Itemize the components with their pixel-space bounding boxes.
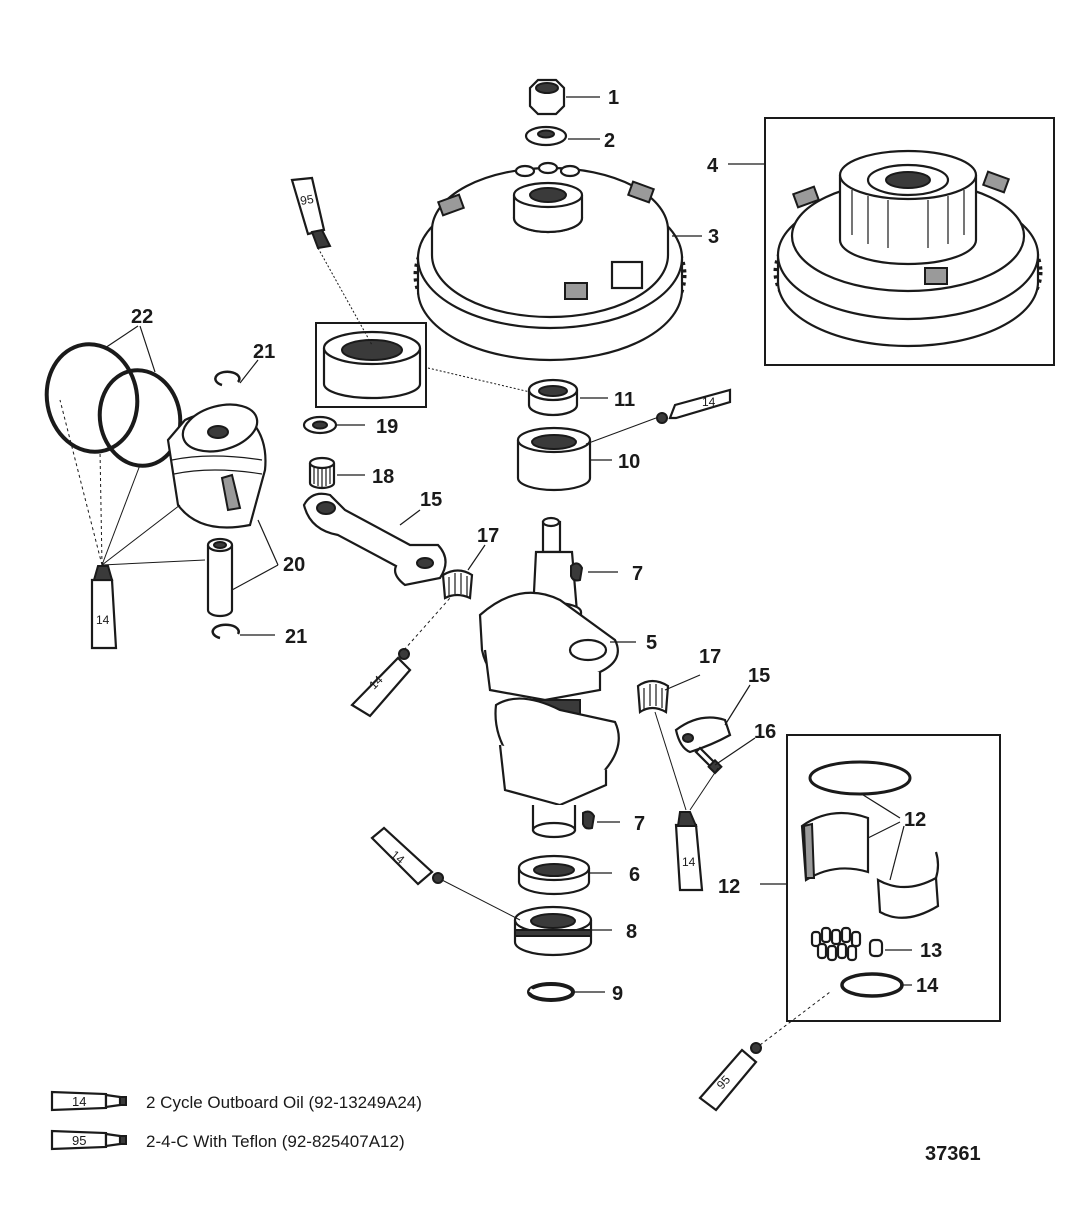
- svg-text:14: 14: [702, 395, 716, 409]
- crankshaft: [478, 516, 620, 839]
- callout-7-lower: 7: [634, 813, 645, 835]
- thrust-washer: [302, 415, 338, 435]
- legend-code-14: 14: [72, 1094, 86, 1109]
- callout-10: 10: [618, 451, 640, 473]
- svg-text:14: 14: [682, 855, 696, 869]
- seal-detail: [322, 330, 422, 400]
- legend-item-95: 95 2-4-C With Teflon (92-825407A12): [50, 1129, 405, 1151]
- svg-text:95: 95: [299, 192, 315, 208]
- upper-bearing: [516, 426, 592, 492]
- bearing-rollers: [810, 926, 862, 962]
- callout-6: 6: [629, 864, 640, 886]
- flywheel: [413, 161, 687, 362]
- legend-item-14: 14 2 Cycle Outboard Oil (92-13249A24): [50, 1090, 422, 1112]
- callout-19: 19: [376, 416, 398, 438]
- tube-95-bottom: 95: [698, 1042, 762, 1112]
- woodruff-key-upper: [570, 562, 584, 582]
- tube-14-piston: 14: [90, 565, 118, 650]
- callout-13: 13: [920, 940, 942, 962]
- callout-15-cap: 15: [748, 665, 770, 687]
- alternate-flywheel-box: [764, 117, 1055, 366]
- callout-17-upper: 17: [477, 525, 499, 547]
- callout-labels: 1 2 3 4 5 6 7 7 8 9 10 11 12 12 13 14 15…: [131, 87, 942, 1005]
- tube-14-mid: 14: [674, 811, 704, 892]
- callout-11: 11: [614, 389, 635, 411]
- piston-ring-front: [44, 342, 140, 454]
- legend-desc-95: 2-4-C With Teflon (92-825407A12): [146, 1132, 405, 1151]
- callout-14: 14: [916, 975, 939, 997]
- upper-seal: [527, 378, 579, 417]
- legend: 14 2 Cycle Outboard Oil (92-13249A24) 95…: [50, 1090, 422, 1151]
- seal-detail-box: [315, 322, 427, 408]
- callout-3: 3: [708, 226, 719, 248]
- retaining-ring-lower: [527, 982, 575, 1002]
- callout-9: 9: [612, 983, 623, 1005]
- piston-clip-upper: [214, 370, 241, 387]
- figure-id: 37361: [925, 1143, 981, 1165]
- wrist-pin-bearing: [308, 456, 336, 490]
- callout-21-upper: 21: [253, 341, 275, 363]
- callout-5: 5: [646, 632, 657, 654]
- alternate-flywheel: [773, 149, 1043, 348]
- rod-cap: [674, 716, 732, 754]
- callout-15-rod: 15: [420, 489, 442, 511]
- lower-bearing: [513, 905, 593, 957]
- piston-ring-rear: [97, 368, 183, 468]
- callout-8: 8: [626, 921, 637, 943]
- flywheel-washer: [524, 125, 568, 147]
- legend-desc-14: 2 Cycle Outboard Oil (92-13249A24): [146, 1093, 422, 1112]
- callout-7-upper: 7: [632, 563, 643, 585]
- tube-14-lower: 14: [370, 826, 444, 886]
- tube-14-right: 14: [656, 388, 732, 424]
- leader-lines: [59, 96, 912, 1046]
- piston-clip-lower: [211, 623, 240, 640]
- callout-22: 22: [131, 306, 153, 328]
- callout-1: 1: [608, 87, 619, 109]
- lower-seal: [517, 854, 591, 896]
- callout-18: 18: [372, 466, 394, 488]
- piston: [166, 403, 267, 529]
- connecting-rod: [302, 492, 447, 587]
- tube-14-rod: 14: [350, 648, 412, 718]
- tube-95-top: 95: [290, 176, 332, 250]
- legend-code-95: 95: [72, 1133, 86, 1148]
- flywheel-nut: [528, 78, 566, 116]
- callout-12-side: 12: [718, 876, 740, 898]
- rod-bearing-cage-upper: [441, 569, 474, 600]
- bearing-detail-box: [786, 734, 1001, 1022]
- rod-bearing-cage-lower: [636, 679, 670, 714]
- svg-text:14: 14: [96, 613, 110, 627]
- woodruff-key-lower: [582, 810, 596, 830]
- callout-2: 2: [604, 130, 615, 152]
- bearing-race-ring: [808, 760, 912, 796]
- bearing-retaining-ring: [840, 972, 904, 998]
- bearing-detail: [800, 760, 940, 998]
- callout-4: 4: [707, 155, 719, 177]
- callout-20: 20: [283, 554, 305, 576]
- callout-21-lower: 21: [285, 626, 307, 648]
- callout-16: 16: [754, 721, 776, 743]
- callout-17-lower: 17: [699, 646, 721, 668]
- callout-12-box: 12: [904, 809, 926, 831]
- wrist-pin: [206, 537, 234, 618]
